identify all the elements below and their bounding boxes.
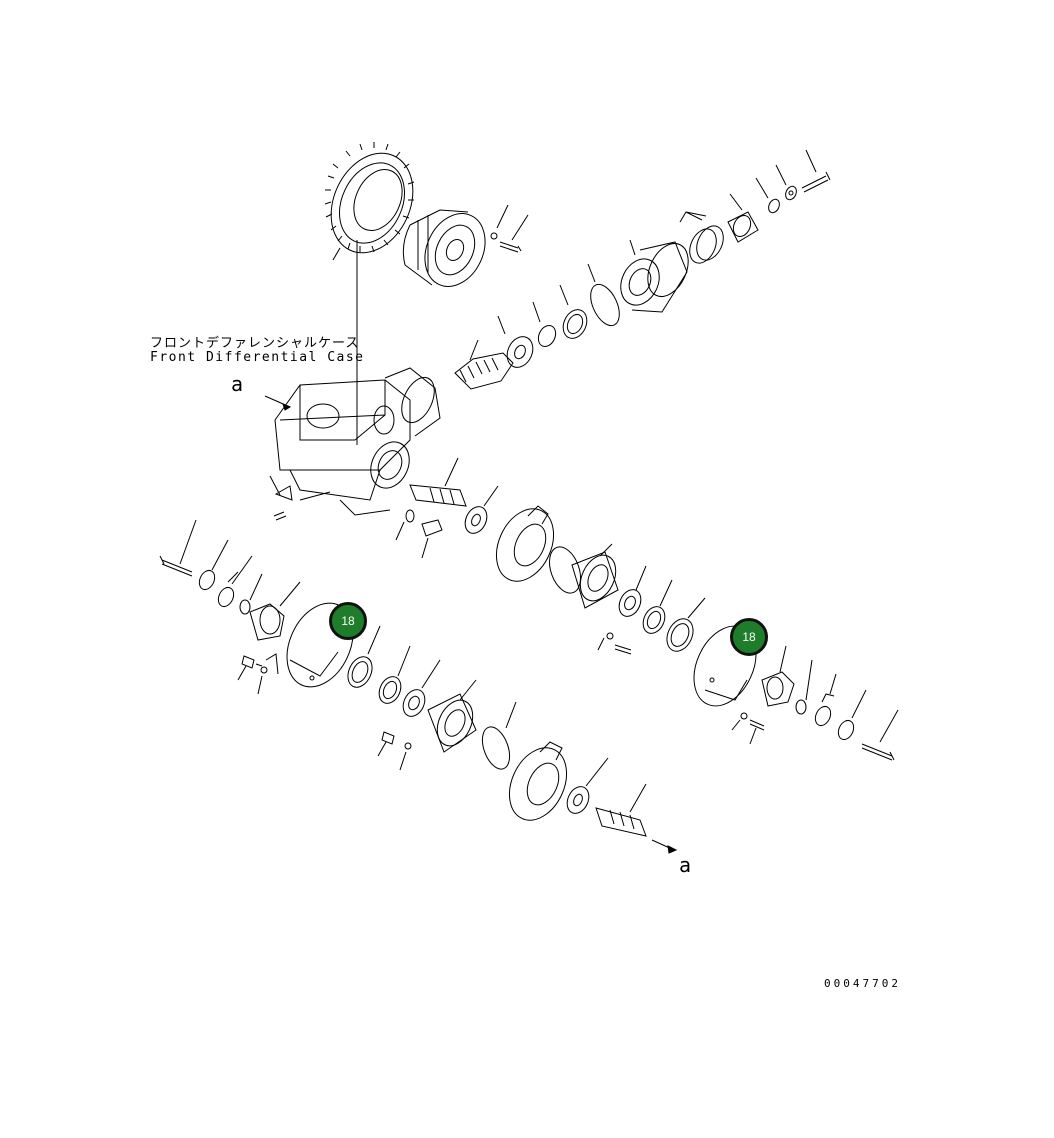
washer-upper (776, 165, 798, 201)
bearing-cup-upper (559, 285, 592, 342)
breather (396, 510, 414, 540)
o-ring-lower (477, 702, 516, 773)
shaft-output (596, 784, 676, 853)
o-ring-right (796, 660, 812, 714)
yoke-right (762, 646, 794, 706)
plate-left (196, 540, 228, 592)
reference-mark-bottom: a (679, 853, 692, 877)
case-label-japanese: フロントデファレンシャルケース (150, 336, 360, 351)
case-plug (270, 476, 330, 520)
bolt-housing-left (378, 732, 411, 770)
bearing-right-1 (615, 566, 646, 620)
case-label-english: Front Differential Case (150, 350, 365, 365)
yoke-left (250, 582, 300, 640)
bearing-housing-right (572, 544, 623, 608)
fitting (422, 520, 442, 558)
bearing-right-2 (639, 580, 672, 637)
plate-right (835, 690, 866, 742)
cover-mid (485, 500, 564, 591)
spacer-upper (533, 302, 559, 349)
o-ring-left (240, 574, 262, 614)
seal-lower (563, 758, 608, 817)
bolt-yoke-left (238, 654, 278, 694)
shaft-lower (410, 458, 466, 506)
bolt-upper (802, 150, 830, 192)
bearing-housing-left (428, 680, 480, 752)
drawing-code: 00047702 (824, 977, 901, 990)
carrier-bolts (491, 205, 528, 252)
bearing-right-3 (662, 598, 705, 655)
differential-case (265, 240, 441, 515)
bolt-left (160, 520, 196, 576)
shim-pack-upper (680, 212, 728, 267)
callout-badge-left[interactable]: 18 (329, 602, 367, 640)
pinion-gear (455, 340, 513, 389)
callout-badge-right[interactable]: 18 (730, 618, 768, 656)
bearing-left-3 (399, 660, 440, 720)
cover-lower (498, 739, 577, 830)
differential-carrier (403, 204, 496, 297)
bolt-mid-right (598, 633, 631, 654)
bearing-left-2 (375, 646, 410, 707)
ring-gear (316, 140, 429, 266)
o-ring-mid (544, 543, 587, 598)
coupling (728, 194, 758, 242)
pinion-cage (614, 237, 697, 312)
bearing-cone-upper (498, 316, 538, 372)
reference-mark-top: a (231, 372, 244, 396)
washer-left (215, 556, 252, 609)
bolt-right (862, 710, 898, 760)
seal-mid (461, 486, 498, 537)
washer-right (812, 674, 836, 728)
bearing-left-1 (343, 626, 380, 691)
o-ring-small (756, 178, 781, 214)
bolt-yoke-right (732, 713, 764, 744)
o-ring-upper (585, 264, 625, 330)
